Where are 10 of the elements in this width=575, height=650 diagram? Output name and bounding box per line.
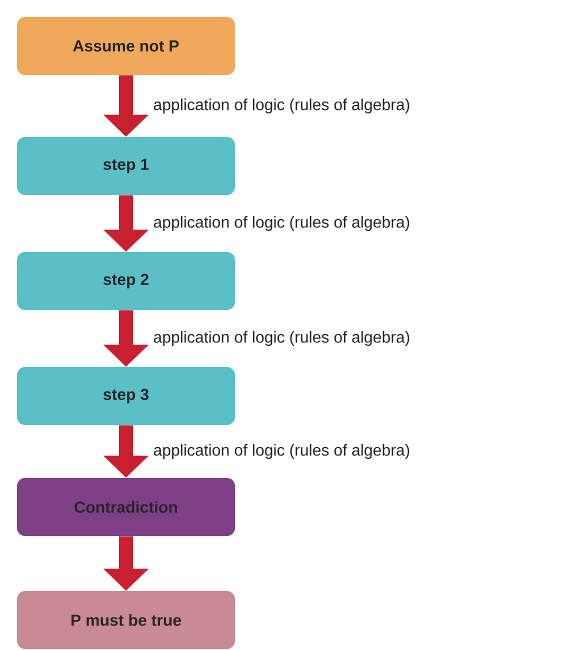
edge-label: application of logic (rules of algebra) — [152, 443, 412, 460]
process-box: Contradiction — [17, 478, 235, 536]
edge-label: application of logic (rules of algebra) — [152, 330, 412, 347]
edge-label: application of logic (rules of algebra) — [152, 215, 412, 232]
edge-label: application of logic (rules of algebra) — [152, 98, 412, 114]
process-box: Assume not P — [17, 17, 235, 75]
process-box: P must be true — [17, 591, 235, 649]
process-box: step 3 — [17, 367, 235, 425]
process-box: step 1 — [17, 137, 235, 195]
process-box: step 2 — [17, 252, 235, 310]
